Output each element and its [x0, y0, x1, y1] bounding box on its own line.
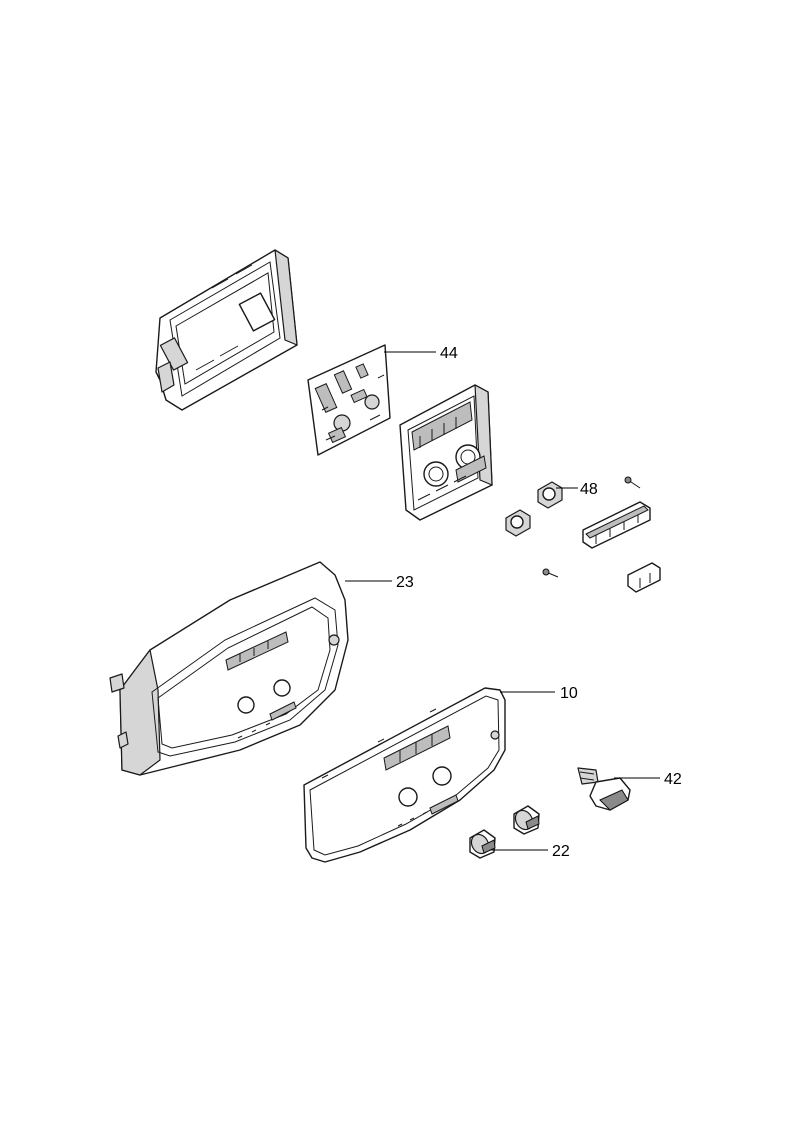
callout-22: 22	[552, 843, 570, 860]
callout-44: 44	[440, 345, 458, 362]
knob-spindle-b	[537, 481, 563, 509]
control-knob-left	[469, 829, 496, 859]
rear-mounting-frame	[155, 249, 298, 411]
screw-upper	[624, 476, 641, 489]
callout-23: 23	[396, 574, 414, 591]
callout-48: 48	[580, 481, 598, 498]
front-housing	[109, 561, 349, 776]
knob-spindle-a	[505, 509, 531, 537]
control-circuit-board	[307, 344, 391, 456]
control-knob-right	[513, 805, 540, 835]
callout-42: 42	[664, 771, 682, 788]
screw-lower	[542, 568, 559, 578]
button-strip-small	[627, 562, 661, 593]
front-panel	[303, 687, 506, 863]
callout-10: 10	[560, 685, 578, 702]
inner-support-bracket	[399, 384, 493, 521]
button-strip-four	[582, 501, 651, 549]
selector-shaft	[577, 767, 631, 811]
